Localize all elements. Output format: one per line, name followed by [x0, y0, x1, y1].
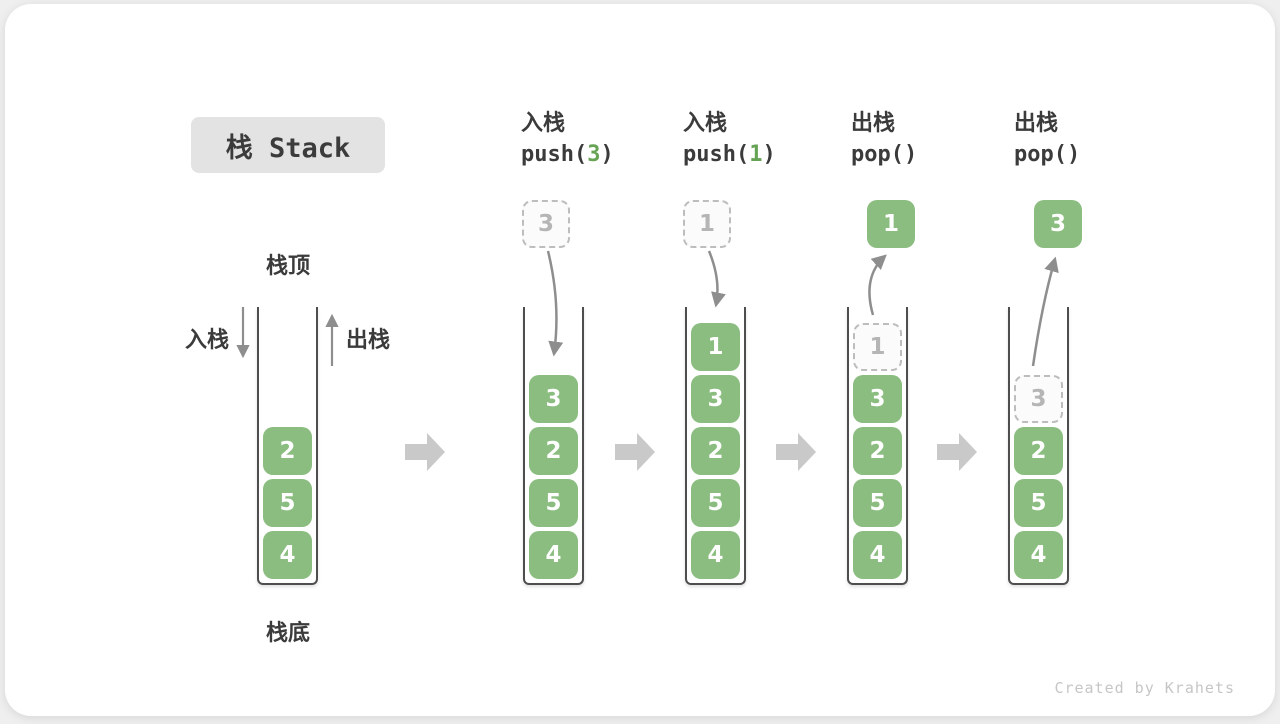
- stack-item: 5: [691, 479, 740, 527]
- stack-item: 4: [529, 531, 578, 579]
- block-arrow-icon: [776, 433, 816, 471]
- stack-item-popped: 3: [1014, 375, 1063, 423]
- block-arrow-icon: [615, 433, 655, 471]
- page-title: 栈 Stack: [225, 132, 351, 164]
- operation-name: 出栈: [1014, 111, 1059, 136]
- stack-bottom-label: 栈底: [265, 621, 310, 646]
- floating-element-pop-3: 3: [1034, 200, 1082, 248]
- stack-item: 5: [853, 479, 902, 527]
- stack-item: 4: [263, 531, 312, 579]
- stack-item: 4: [691, 531, 740, 579]
- operation-header-pop-3: 出栈 pop(): [1014, 110, 1080, 172]
- diagram-card: 栈 Stack 栈顶 栈底 入栈 出栈 入栈 push(3) 入栈 push(1…: [5, 4, 1275, 716]
- title-box: 栈 Stack: [191, 117, 385, 173]
- block-arrow-icon: [405, 433, 445, 471]
- operation-header-push-1: 入栈 push(1): [683, 110, 776, 172]
- watermark: Created by Krahets: [1054, 679, 1235, 697]
- operation-name: 出栈: [851, 111, 896, 136]
- stack-item: 1: [691, 323, 740, 371]
- push-1-arrow-icon: [707, 250, 726, 308]
- operation-code: pop(): [851, 142, 918, 167]
- block-arrow-icon: [937, 433, 977, 471]
- stack-item: 5: [529, 479, 578, 527]
- floating-element-push-1: 1: [683, 200, 731, 248]
- operation-name: 入栈: [683, 111, 728, 136]
- operation-code: push(1): [683, 142, 776, 167]
- stack-item: 2: [1014, 427, 1063, 475]
- floating-element-pop-1: 1: [867, 200, 915, 248]
- floating-element-push-3: 3: [522, 200, 570, 248]
- operation-code: push(3): [521, 142, 614, 167]
- operation-header-push-3: 入栈 push(3): [521, 110, 614, 172]
- stack-item: 3: [529, 375, 578, 423]
- stack-item: 3: [691, 375, 740, 423]
- pop-side-label: 出栈: [346, 328, 391, 353]
- stack-item: 4: [853, 531, 902, 579]
- stack-item: 5: [1014, 479, 1063, 527]
- stack-item-popped: 1: [853, 323, 902, 371]
- stack-item: 4: [1014, 531, 1063, 579]
- stack-item: 5: [263, 479, 312, 527]
- stack-item: 2: [853, 427, 902, 475]
- stack-item: 2: [263, 427, 312, 475]
- push-side-label: 入栈: [185, 328, 230, 353]
- operation-header-pop-1: 出栈 pop(): [851, 110, 917, 172]
- stack-item: 3: [853, 375, 902, 423]
- stack-item: 2: [529, 427, 578, 475]
- stack-item: 2: [691, 427, 740, 475]
- operation-code: pop(): [1014, 142, 1081, 167]
- stack-top-label: 栈顶: [265, 254, 310, 279]
- operation-name: 入栈: [521, 111, 566, 136]
- arrows-overlay: [236, 250, 1059, 471]
